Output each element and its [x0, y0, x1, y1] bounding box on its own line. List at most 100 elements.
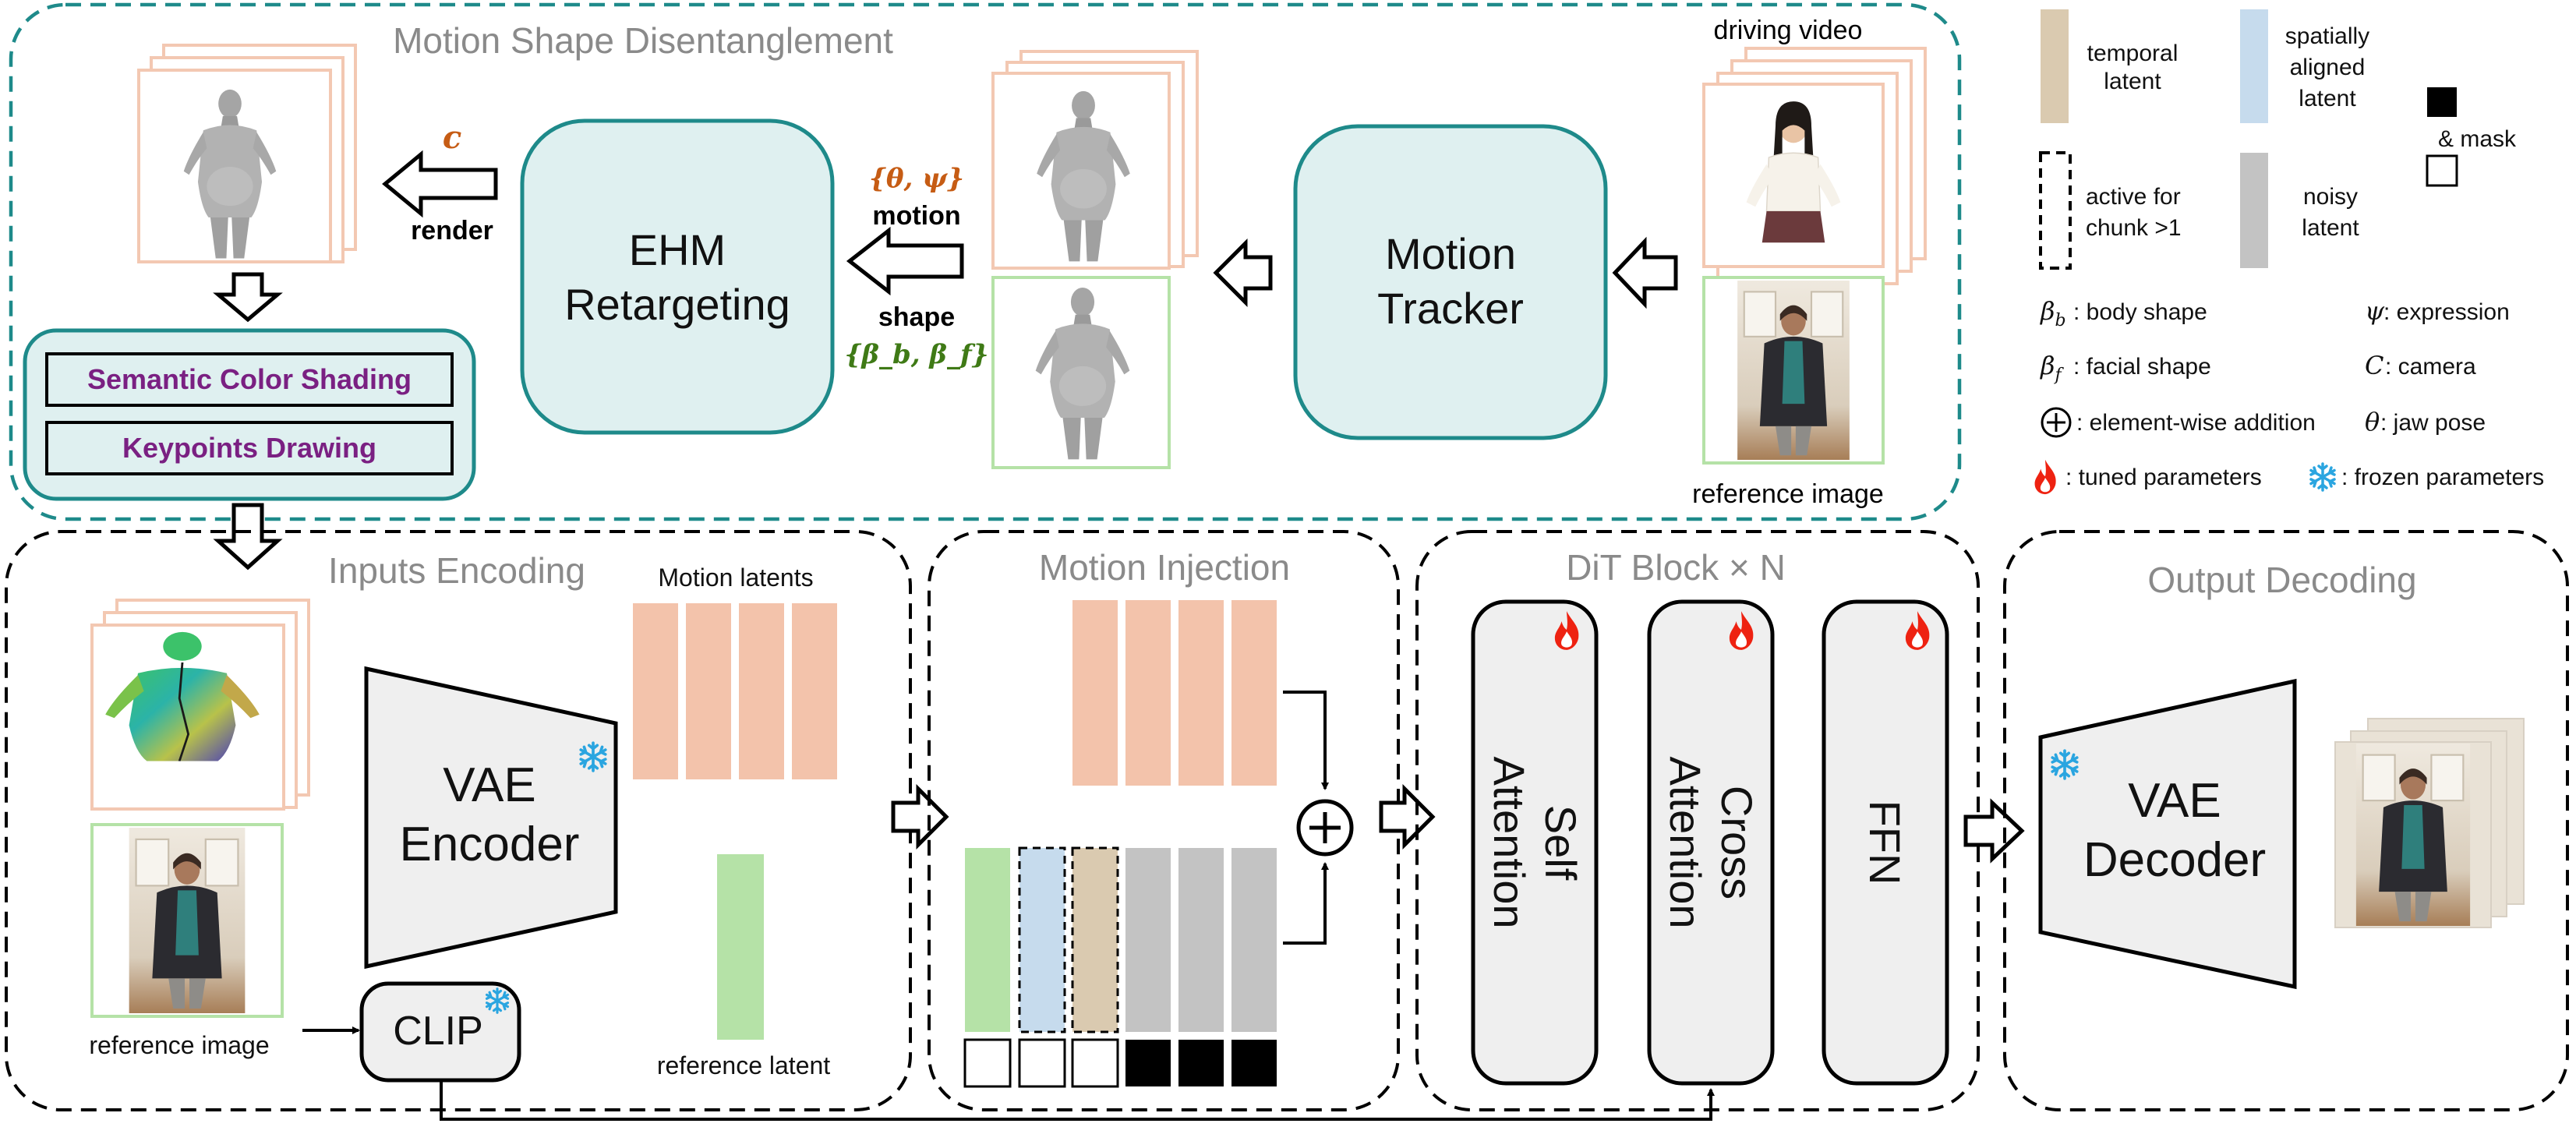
- legend: temporal latent spatially aligned latent…: [2034, 9, 2544, 495]
- motion-mesh-stack: [991, 50, 1199, 270]
- snowflake-icon: [2309, 462, 2336, 492]
- motion-injection-title: Motion Injection: [1039, 547, 1290, 588]
- shape-label: shape: [878, 302, 955, 332]
- motion-latents-bars: [633, 603, 837, 779]
- legend-element-wise: : element-wise addition: [2076, 410, 2316, 436]
- legend-tuned: : tuned parameters: [2065, 465, 2262, 490]
- arrow-tracker-to-meshes: [1213, 238, 1273, 308]
- legend-noisy-1: noisy: [2303, 184, 2358, 210]
- legend-temporal-1: temporal: [2087, 41, 2178, 66]
- vae-encoder-line2: Encoder: [400, 818, 580, 871]
- reference-image-bottom: [90, 823, 284, 1018]
- dit-block-panel: [1415, 530, 1980, 1111]
- arrow-encoding-to-injection: [891, 783, 949, 850]
- plus-circle-icon: [2041, 407, 2072, 438]
- injection-latent-bars: [965, 846, 1277, 1033]
- legend-mask-label: & mask: [2438, 126, 2517, 152]
- legend-theta-symbol: θ: [2365, 407, 2380, 436]
- camera-symbol: c: [443, 119, 461, 156]
- self-attention-line2: Attention: [1485, 756, 1534, 928]
- legend-noisy-swatch: [2240, 153, 2268, 268]
- semantic-color-shading-box: [45, 352, 454, 407]
- keypoints-drawing-box: [45, 421, 454, 475]
- legend-chunk-swatch: [2039, 151, 2072, 270]
- dit-block-title: DiT Block × N: [1566, 547, 1786, 588]
- motion-shape-panel: [9, 2, 1962, 521]
- arrow-conditioning-down: [213, 503, 283, 571]
- ffn-label: FFN: [1860, 800, 1910, 885]
- vae-encoder: [364, 666, 618, 970]
- clip-label: CLIP: [393, 1009, 483, 1054]
- shaded-mesh-stack: [90, 599, 310, 811]
- legend-jaw-pose: : jaw pose: [2380, 410, 2486, 436]
- reference-latent-bar: [717, 854, 764, 1040]
- legend-spatial-1: spatially: [2285, 23, 2369, 49]
- legend-temporal-swatch: [2041, 9, 2069, 123]
- legend-camera-symbol: C: [2365, 351, 2383, 380]
- legend-mask-black: [2427, 87, 2457, 117]
- legend-spatial-3: latent: [2299, 86, 2356, 111]
- cross-attention-line2: Attention: [1661, 756, 1710, 928]
- arrow-dit-to-output: [1963, 798, 2025, 864]
- output-decoding-panel: [2003, 530, 2569, 1111]
- keypoints-drawing-label: Keypoints Drawing: [122, 432, 376, 464]
- flame-icon: [2034, 459, 2056, 495]
- rendered-mesh-stack: [137, 44, 357, 263]
- legend-body-shape: : body shape: [2073, 299, 2207, 325]
- self-attention-line1: Self: [1536, 805, 1585, 881]
- legend-spatial-2: aligned: [2290, 55, 2366, 80]
- driving-video-label: driving video: [1714, 16, 1863, 45]
- reference-image-top-label: reference image: [1692, 479, 1884, 509]
- add-circle-icon: [1296, 799, 1354, 857]
- output-video-stack: [2334, 718, 2525, 928]
- shape-params: {β_b, β_f}: [845, 339, 989, 370]
- vae-decoder-line2: Decoder: [2083, 833, 2266, 887]
- driving-video-stack: [1702, 47, 1927, 285]
- reference-image-top: [1702, 276, 1885, 465]
- inputs-encoding-title: Inputs Encoding: [328, 550, 585, 591]
- injection-motion-bars: [1072, 600, 1277, 786]
- reference-latent-label: reference latent: [657, 1051, 830, 1079]
- legend-noisy-2: latent: [2302, 215, 2359, 241]
- arrow-video-to-tracker: [1612, 236, 1678, 309]
- reference-image-bottom-label: reference image: [89, 1031, 269, 1059]
- clip-box[interactable]: [359, 981, 521, 1083]
- arrow-render-down: [213, 272, 283, 323]
- clip-to-cross-attention: [440, 1082, 1715, 1121]
- motion-params: {θ, ψ}: [869, 163, 964, 194]
- semantic-color-shading-label: Semantic Color Shading: [87, 363, 412, 395]
- cross-attention-box: [1647, 599, 1775, 1086]
- legend-beta-f-symbol: βf: [2040, 351, 2065, 385]
- legend-frozen: : frozen parameters: [2341, 465, 2544, 490]
- legend-psi-symbol: ψ: [2365, 296, 2385, 326]
- arrow-injection-to-dit: [1379, 783, 1436, 850]
- motion-tracker-line2: Tracker: [1377, 284, 1524, 333]
- legend-mask-white: [2426, 154, 2458, 187]
- arrow-meshes-to-ehm: [846, 226, 964, 296]
- inputs-encoding-panel: [5, 530, 912, 1111]
- motion-tracker-box: [1293, 124, 1608, 440]
- motion-shape-title: Motion Shape Disentanglement: [393, 20, 893, 61]
- legend-spatial-swatch: [2240, 9, 2268, 123]
- arrow-ehm-to-render: [382, 150, 498, 218]
- motion-tracker-line1: Motion: [1385, 229, 1516, 278]
- output-decoding-title: Output Decoding: [2147, 560, 2416, 600]
- arrow-motion-to-add: [1283, 691, 1329, 790]
- ehm-line1: EHM: [629, 225, 726, 274]
- legend-expression: : expression: [2383, 299, 2510, 325]
- arrow-latents-to-add: [1283, 862, 1329, 945]
- vae-encoder-line1: VAE: [443, 758, 535, 812]
- legend-camera: : camera: [2385, 354, 2476, 380]
- self-attention-box: [1471, 599, 1599, 1086]
- ehm-retargeting-box: [520, 118, 835, 435]
- legend-facial-shape: : facial shape: [2073, 354, 2211, 380]
- injection-mask-row: [963, 1038, 1277, 1088]
- ffn-box: [1822, 599, 1949, 1086]
- ehm-line2: Retargeting: [564, 280, 790, 329]
- legend-temporal-2: latent: [2104, 69, 2161, 94]
- render-label: render: [411, 216, 493, 246]
- motion-latents-label: Motion latents: [658, 564, 813, 592]
- vae-decoder-line1: VAE: [2128, 774, 2221, 828]
- legend-beta-b-symbol: βb: [2040, 296, 2066, 330]
